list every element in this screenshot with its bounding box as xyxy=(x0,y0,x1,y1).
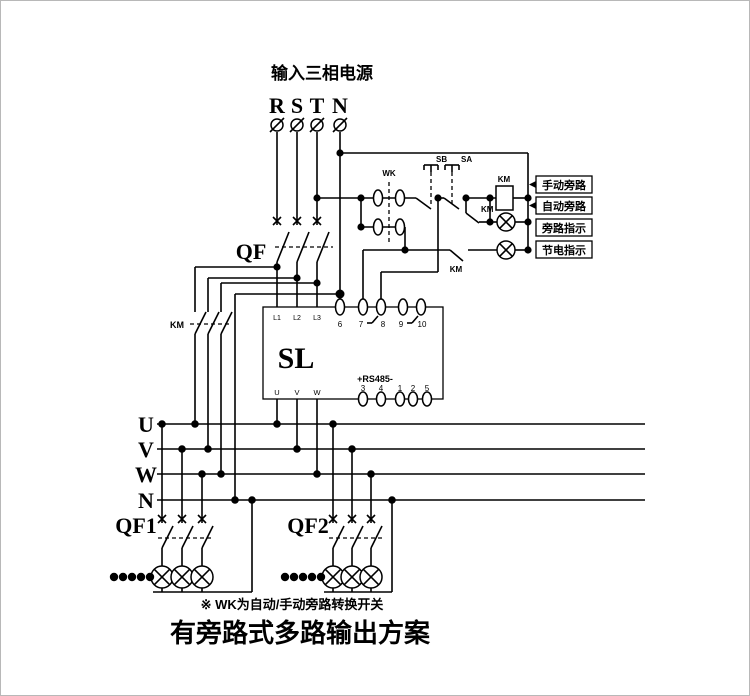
wk-label: WK xyxy=(382,169,396,178)
qf1-label: QF1 xyxy=(115,513,157,538)
sl-terminal-l2: L2 xyxy=(293,315,301,322)
sl-terminal-3: 3 xyxy=(361,384,366,393)
diagram-title: 有旁路式多路输出方案 xyxy=(170,618,431,648)
arrow-left-icon xyxy=(529,202,536,209)
sl-name: SL xyxy=(278,342,315,375)
output-branch-qf2: QF2 xyxy=(280,424,393,593)
indicator-labels: 手动旁路 自动旁路 旁路指示 节电指示 xyxy=(529,175,593,259)
qf-poles xyxy=(272,216,333,263)
pushbutton-sa: SA xyxy=(444,155,472,204)
sl-top-terminal-icons xyxy=(334,298,427,316)
sl-terminal-2: 2 xyxy=(411,384,416,393)
sl-rs485-label: +RS485- xyxy=(357,374,393,384)
more-outputs-dots xyxy=(109,572,155,582)
indicator-box xyxy=(535,218,593,237)
sl-terminal-9: 9 xyxy=(399,320,404,329)
bus-label-w: W xyxy=(135,462,157,487)
km-coil-label: KM xyxy=(498,175,511,184)
indicator-box xyxy=(535,196,593,215)
bypass-indicator-lamp xyxy=(490,212,528,232)
arrow-left-icon xyxy=(529,181,536,188)
sl-bottom-terminal-icons xyxy=(357,391,433,407)
sl-terminal-8: 8 xyxy=(381,320,386,329)
control-circuit: WK SB SA KM KM xyxy=(317,155,528,299)
phase-label-r: R xyxy=(269,93,286,118)
sl-terminal-10: 10 xyxy=(418,320,427,329)
sl-terminal-1: 1 xyxy=(398,384,403,393)
pushbutton-sb: SB xyxy=(423,155,447,204)
junction-dots xyxy=(158,149,532,504)
energy-saving-lamp-branch: KM xyxy=(404,227,528,274)
main-breaker-qf: QF xyxy=(236,216,333,264)
phase-label-s: S xyxy=(291,93,303,118)
input-title: 输入三相电源 xyxy=(271,63,373,83)
phase-terminal-icons xyxy=(269,117,348,133)
km-bypass-label: KM xyxy=(170,320,184,330)
sl-terminal-l1: L1 xyxy=(273,315,281,322)
km-hold-label: KM xyxy=(481,205,494,214)
sb-label: SB xyxy=(436,155,447,164)
lamp-icons-qf2 xyxy=(321,565,383,589)
phase-label-n: N xyxy=(332,93,348,118)
sl-terminal-u: U xyxy=(274,388,279,397)
output-buses: U V W N xyxy=(135,412,645,513)
sl-terminal-7: 7 xyxy=(359,320,364,329)
sa-label: SA xyxy=(461,155,472,164)
indicator-saving-lamp: 节电指示 xyxy=(542,243,586,257)
footer: ※ WK为自动/手动旁路转换开关 有旁路式多路输出方案 xyxy=(170,597,431,648)
bus-label-v: V xyxy=(138,437,154,462)
bus-label-n: N xyxy=(138,488,154,513)
qf2-label: QF2 xyxy=(287,513,329,538)
sl-terminal-w: W xyxy=(313,388,321,397)
sl-terminal-v: V xyxy=(294,388,299,397)
bypass-contactor-km: KM xyxy=(170,311,233,335)
footer-note: ※ WK为自动/手动旁路转换开关 xyxy=(201,597,384,612)
km-lamp-label: KM xyxy=(450,265,463,274)
sl-internal-contact-icons xyxy=(367,315,419,324)
lamp-icons-qf1 xyxy=(150,565,214,589)
indicator-manual-bypass: 手动旁路 xyxy=(542,178,587,192)
indicator-box xyxy=(535,240,593,259)
auto-mode-wires xyxy=(362,198,439,299)
sl-controller: SL L1 L2 L3 6 7 8 9 10 U V W +RS485- 3 4… xyxy=(262,298,444,407)
km-coil: KM xyxy=(495,175,528,211)
indicator-box xyxy=(535,175,593,194)
sl-terminal-5: 5 xyxy=(425,384,430,393)
phase-label-t: T xyxy=(310,93,325,118)
output-branch-qf1: QF1 xyxy=(109,424,253,593)
sl-terminal-l3: L3 xyxy=(313,315,321,322)
input-section: 输入三相电源 R S T N xyxy=(269,63,373,133)
more-outputs-dots xyxy=(280,572,326,582)
qf-label: QF xyxy=(236,239,267,264)
indicator-auto-bypass: 自动旁路 xyxy=(542,199,587,213)
indicator-bypass-lamp: 旁路指示 xyxy=(541,221,586,235)
sl-terminal-6: 6 xyxy=(338,320,343,329)
sl-terminal-4: 4 xyxy=(379,384,384,393)
bus-label-u: U xyxy=(138,412,154,437)
